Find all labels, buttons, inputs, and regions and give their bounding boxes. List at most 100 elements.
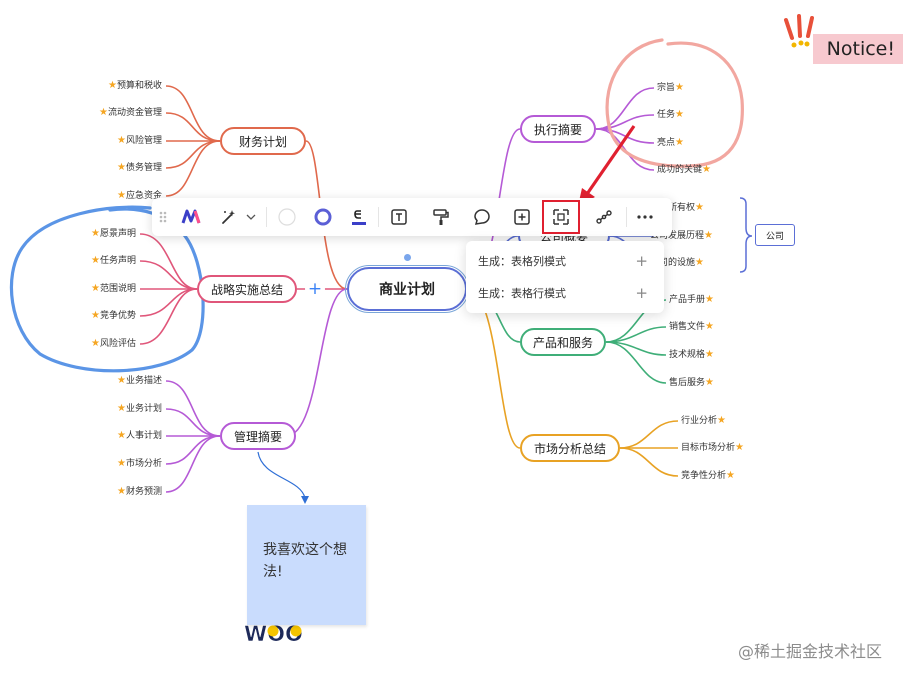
edges-finance xyxy=(165,85,221,197)
leaf-finance-2[interactable]: ★风险管理 xyxy=(117,135,162,146)
pink-lasso-annotation xyxy=(605,38,744,168)
fill-color-icon[interactable] xyxy=(276,206,298,228)
branch-market-label: 市场分析总结 xyxy=(533,441,606,456)
root-drag-handle[interactable] xyxy=(404,254,411,261)
add-node-button[interactable]: + xyxy=(305,279,325,299)
connector-icon[interactable] xyxy=(593,206,615,228)
toolbar-separator xyxy=(378,207,379,227)
star-icon: ★ xyxy=(702,164,711,175)
sticky-note-text: 我喜欢这个想法! xyxy=(263,542,347,580)
leaf-strategy-0[interactable]: ★愿景声明 xyxy=(91,228,136,239)
leaf-products-0[interactable]: 产品手册★ xyxy=(669,294,714,305)
text-color-icon[interactable] xyxy=(348,206,370,228)
star-icon: ★ xyxy=(91,310,100,321)
leaf-finance-0[interactable]: ★预算和税收 xyxy=(108,80,162,91)
edges-management xyxy=(165,380,221,493)
border-color-icon[interactable] xyxy=(312,206,334,228)
plus-icon: + xyxy=(307,278,323,299)
branch-management[interactable]: 管理摘要 xyxy=(220,422,296,450)
menu-item-label: 生成：表格行模式 xyxy=(478,287,566,300)
leaf-management-2[interactable]: ★人事计划 xyxy=(117,430,162,441)
notice-label: Notice! xyxy=(813,34,903,64)
branch-executive-label: 执行摘要 xyxy=(533,122,582,137)
leaf-company-0[interactable]: 公司所有权★ xyxy=(650,202,704,213)
star-icon: ★ xyxy=(704,230,713,241)
insert-icon[interactable] xyxy=(511,206,533,228)
star-icon: ★ xyxy=(717,415,726,426)
summary-company-node[interactable]: 公司 xyxy=(755,224,795,246)
star-icon: ★ xyxy=(91,255,100,266)
sticky-note[interactable]: 我喜欢这个想法! xyxy=(247,505,366,625)
star-icon: ★ xyxy=(117,135,126,146)
ai-logo-icon[interactable] xyxy=(180,206,202,228)
leaf-market-2[interactable]: 竞争性分析★ xyxy=(681,470,735,481)
root-label: 商业计划 xyxy=(379,282,435,298)
leaf-strategy-2[interactable]: ★范围说明 xyxy=(91,283,136,294)
leaf-market-1[interactable]: 目标市场分析★ xyxy=(681,442,744,453)
branch-strategy-label: 战略实施总结 xyxy=(210,282,283,297)
branch-executive[interactable]: 执行摘要 xyxy=(520,115,596,143)
menu-item-table-row[interactable]: 生成：表格行模式 + xyxy=(466,277,664,309)
red-annotation-arrow xyxy=(585,125,636,195)
leaf-executive-0[interactable]: 宗旨★ xyxy=(657,82,684,93)
star-icon: ★ xyxy=(117,375,126,386)
notice-exclamation-icon xyxy=(784,14,814,48)
leaf-products-2[interactable]: 技术规格★ xyxy=(669,349,714,360)
star-icon: ★ xyxy=(91,338,100,349)
sticky-connector xyxy=(257,451,306,499)
star-icon: ★ xyxy=(117,403,126,414)
drag-handle-icon[interactable] xyxy=(152,206,174,228)
watermark: @稀土掘金技术社区 xyxy=(738,638,882,662)
branch-finance-label: 财务计划 xyxy=(238,134,287,149)
convert-to-table-icon[interactable] xyxy=(542,200,580,234)
text-box-icon[interactable] xyxy=(388,206,410,228)
edge-root-management xyxy=(285,288,348,437)
leaf-management-3[interactable]: ★市场分析 xyxy=(117,458,162,469)
menu-item-table-column[interactable]: 生成：表格列模式 + xyxy=(466,245,664,277)
chevron-down-icon[interactable] xyxy=(244,206,258,228)
leaf-executive-1[interactable]: 任务★ xyxy=(657,109,684,120)
sticky-connector-arrow xyxy=(301,496,309,504)
comment-icon[interactable] xyxy=(471,206,493,228)
format-painter-icon[interactable] xyxy=(430,206,452,228)
branch-products-label: 产品和服务 xyxy=(532,335,593,350)
leaf-executive-3[interactable]: 成功的关键★ xyxy=(657,164,711,175)
woo-sticker: WOO xyxy=(242,620,306,646)
plus-icon[interactable]: + xyxy=(635,252,648,270)
star-icon: ★ xyxy=(705,321,714,332)
star-icon: ★ xyxy=(108,80,117,91)
leaf-company-1[interactable]: 公司发展历程★ xyxy=(650,230,713,241)
leaf-finance-3[interactable]: ★债务管理 xyxy=(117,162,162,173)
summary-bracket xyxy=(739,197,753,273)
menu-item-label: 生成：表格列模式 xyxy=(478,255,566,268)
leaf-products-3[interactable]: 售后服务★ xyxy=(669,377,714,388)
leaf-management-4[interactable]: ★财务预测 xyxy=(117,486,162,497)
leaf-management-0[interactable]: ★业务描述 xyxy=(117,375,162,386)
branch-market[interactable]: 市场分析总结 xyxy=(520,434,620,462)
branch-products[interactable]: 产品和服务 xyxy=(520,328,606,356)
branch-finance[interactable]: 财务计划 xyxy=(220,127,306,155)
leaf-finance-1[interactable]: ★流动资金管理 xyxy=(99,107,162,118)
branch-strategy[interactable]: 战略实施总结 xyxy=(197,275,297,303)
magic-wand-icon[interactable] xyxy=(218,206,240,228)
edges-executive xyxy=(595,87,655,171)
star-icon: ★ xyxy=(675,82,684,93)
toolbar-separator xyxy=(266,207,267,227)
leaf-market-0[interactable]: 行业分析★ xyxy=(681,415,726,426)
star-icon: ★ xyxy=(705,349,714,360)
leaf-management-1[interactable]: ★业务计划 xyxy=(117,403,162,414)
plus-icon[interactable]: + xyxy=(635,284,648,302)
leaf-company-2[interactable]: 公司的设施★ xyxy=(650,257,704,268)
root-node[interactable]: 商业计划 xyxy=(345,265,469,313)
leaf-finance-4[interactable]: ★应急资金 xyxy=(117,190,162,201)
leaf-strategy-1[interactable]: ★任务声明 xyxy=(91,255,136,266)
leaf-executive-2[interactable]: 亮点★ xyxy=(657,137,684,148)
leaf-strategy-4[interactable]: ★风险评估 xyxy=(91,338,136,349)
leaf-strategy-3[interactable]: ★竞争优势 xyxy=(91,310,136,321)
star-icon: ★ xyxy=(117,430,126,441)
star-icon: ★ xyxy=(91,283,100,294)
leaf-products-1[interactable]: 销售文件★ xyxy=(669,321,714,332)
more-icon[interactable] xyxy=(634,206,656,228)
star-icon: ★ xyxy=(705,294,714,305)
star-icon: ★ xyxy=(695,257,704,268)
